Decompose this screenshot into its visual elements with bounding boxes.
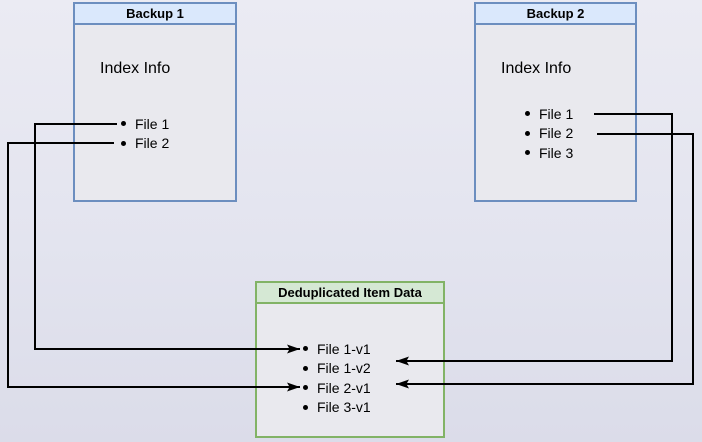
- file-item: File 3: [525, 143, 573, 163]
- bullet-icon: [303, 346, 308, 352]
- bullet-icon: [121, 121, 126, 127]
- file-item: File 1-v2: [303, 359, 371, 379]
- file-item: File 2: [121, 134, 169, 154]
- backup-1-file-list: File 1 File 2: [121, 114, 169, 153]
- bullet-icon: [303, 385, 308, 391]
- file-label: File 1-v1: [317, 340, 371, 357]
- file-item: File 1-v1: [303, 339, 371, 359]
- file-item: File 2: [525, 124, 573, 144]
- file-label: File 2-v1: [317, 379, 371, 396]
- bullet-icon: [303, 365, 308, 371]
- backup-2-subtitle: Index Info: [501, 60, 572, 77]
- file-item: File 1: [525, 104, 573, 124]
- bullet-icon: [525, 150, 530, 156]
- backup-1-subtitle: Index Info: [100, 60, 171, 77]
- file-label: File 2: [135, 135, 170, 152]
- file-label: File 3: [539, 144, 574, 161]
- file-item: File 2-v1: [303, 378, 371, 398]
- bullet-icon: [121, 140, 126, 146]
- file-label: File 3-v1: [317, 399, 371, 416]
- file-label: File 1-v2: [317, 360, 371, 377]
- bullet-icon: [303, 404, 308, 410]
- file-item: File 3-v1: [303, 398, 371, 418]
- backup-2-box: Backup 2 Index Info File 1 File 2 File 3: [474, 2, 637, 202]
- file-item: File 1: [121, 114, 169, 134]
- file-label: File 1: [539, 105, 574, 122]
- backup-1-title: Backup 1: [75, 4, 235, 25]
- backup-2-title: Backup 2: [476, 4, 635, 25]
- deduplicated-item-data-title: Deduplicated Item Data: [257, 283, 443, 304]
- bullet-icon: [525, 130, 530, 136]
- bullet-icon: [525, 111, 530, 117]
- backup-1-box: Backup 1 Index Info File 1 File 2: [73, 2, 237, 202]
- backup-2-file-list: File 1 File 2 File 3: [525, 104, 573, 163]
- file-label: File 2: [539, 125, 574, 142]
- file-label: File 1: [135, 115, 170, 132]
